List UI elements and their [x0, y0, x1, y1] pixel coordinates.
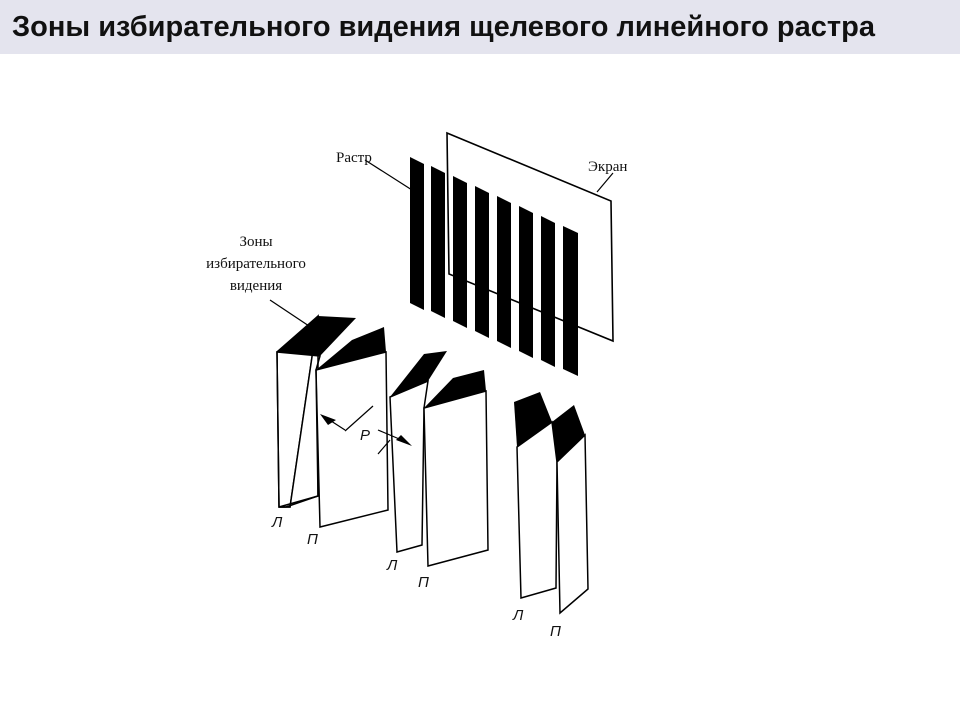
raster-bar [453, 176, 467, 328]
page-title: Зоны избирательного видения щелевого лин… [12, 10, 875, 43]
zones-leader-line [269, 299, 313, 329]
raster-leader-line [364, 159, 413, 191]
eye-mark-label: Л [271, 514, 283, 531]
raster-bar [475, 186, 489, 338]
raster-bar [431, 166, 445, 318]
title-bar: Зоны избирательного видения щелевого лин… [0, 0, 960, 54]
zone-top [424, 370, 486, 408]
raster-bar [519, 206, 533, 358]
zone-top [277, 316, 356, 356]
screen-leader-line [596, 172, 614, 193]
zone-group-3 [514, 392, 589, 615]
eye-mark-label: Л [386, 557, 398, 574]
raster-label: Растр [336, 150, 372, 166]
arrow-left-shaft [327, 418, 346, 431]
eye-mark-label: Л [512, 607, 524, 624]
zone-top [514, 392, 552, 447]
zone-panel [516, 420, 558, 599]
zone-panel [315, 351, 389, 528]
zone-panel [276, 351, 321, 508]
distance-line [377, 439, 391, 455]
zone-top [552, 405, 585, 462]
eye-mark-label: П [550, 623, 561, 640]
raster-bar [541, 216, 555, 367]
distance-line [344, 405, 374, 432]
zone-group-2 [389, 351, 489, 567]
eye-mark-label: П [307, 531, 318, 548]
zones-label-line-1: Зоны [239, 234, 272, 250]
zone-group-1 [276, 314, 389, 528]
raster-bar [563, 226, 578, 376]
distance-label: P [360, 427, 370, 444]
zones-label-line-3: видения [230, 278, 282, 294]
raster-bar [497, 196, 511, 348]
eye-mark-label: П [418, 574, 429, 591]
zone-panel [389, 379, 429, 553]
raster-bars [410, 157, 578, 376]
zones-label-line-2: избирательного [206, 256, 306, 272]
raster-bar [410, 157, 424, 310]
screen-label: Экран [588, 159, 627, 175]
zone-panel [423, 390, 489, 567]
distance-indicator [320, 405, 412, 455]
zone-top [390, 351, 447, 397]
arrow-right-shaft [377, 429, 405, 442]
zone-panel [556, 433, 589, 615]
zone-top [316, 327, 386, 370]
